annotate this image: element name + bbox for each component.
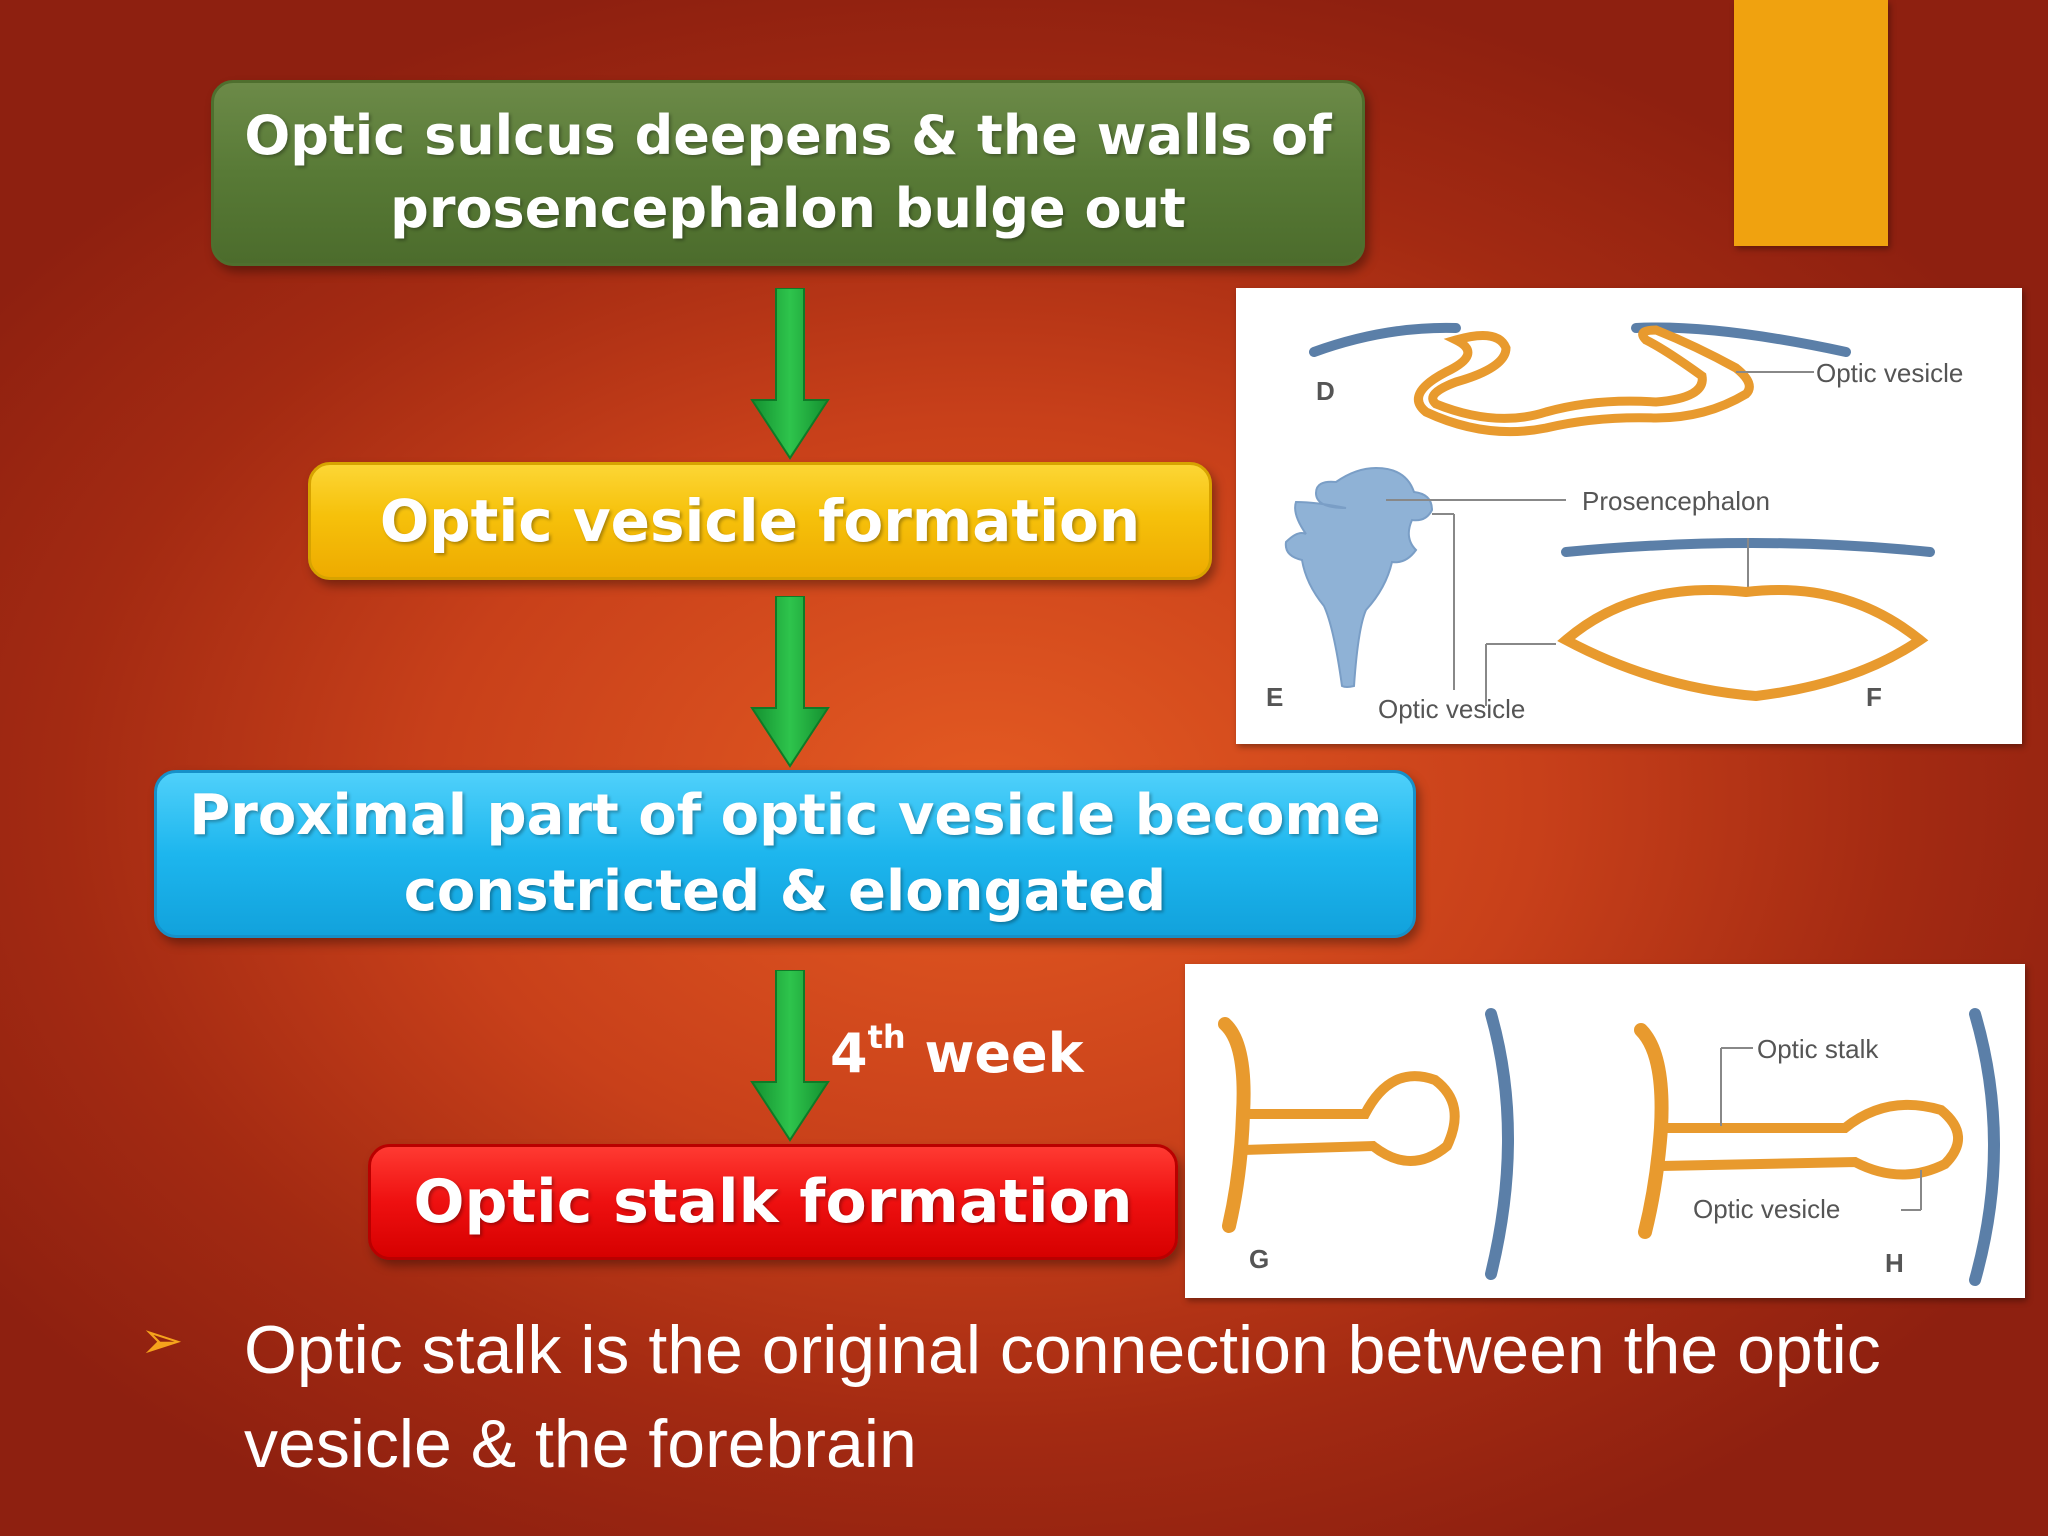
- label-d: D: [1316, 376, 1335, 406]
- figure-optic-stalk-stages: G Optic stalk Optic vesicle H: [1185, 964, 2025, 1298]
- label-e: E: [1266, 682, 1283, 712]
- step-sulcus-deepens: Optic sulcus deepens & the walls of pros…: [211, 80, 1365, 266]
- label-optic-stalk: Optic stalk: [1757, 1034, 1879, 1064]
- accent-block: [1734, 0, 1888, 246]
- figure-top-svg: Optic vesicle D Prosencephalon E Optic v…: [1266, 322, 1963, 724]
- ectoderm-h: [1969, 1008, 2000, 1286]
- optic-stalk-h: [1660, 1099, 1964, 1180]
- ectoderm-d-left: [1309, 322, 1461, 357]
- week-ordinal: th: [867, 1018, 906, 1056]
- label-f: F: [1866, 682, 1882, 712]
- arrow-week-label: 4th week: [830, 1018, 1084, 1085]
- label-optic-vesicle-e: Optic vesicle: [1378, 694, 1525, 724]
- label-h: H: [1885, 1248, 1904, 1278]
- figure-optic-vesicle-stages: Optic vesicle D Prosencephalon E Optic v…: [1236, 288, 2022, 744]
- optic-vesicle-f: [1557, 585, 1929, 702]
- embryo-silhouette: [1284, 466, 1434, 688]
- optic-stalk-g: [1242, 1071, 1460, 1166]
- neural-wall-h: [1634, 1023, 1669, 1239]
- step-optic-vesicle-formation-text: Optic vesicle formation: [379, 486, 1141, 555]
- label-prosencephalon: Prosencephalon: [1582, 486, 1770, 516]
- arrow-down-1: [750, 288, 830, 460]
- label-g: G: [1249, 1244, 1269, 1274]
- week-word: week: [924, 1022, 1084, 1085]
- label-optic-vesicle-h: Optic vesicle: [1693, 1194, 1840, 1224]
- arrowhead-bullet-icon: ➢: [140, 1312, 184, 1370]
- label-optic-vesicle-d: Optic vesicle: [1816, 358, 1963, 388]
- week-number: 4: [830, 1022, 868, 1085]
- neural-wall-g: [1218, 1017, 1251, 1233]
- bullet-text: Optic stalk is the original connection b…: [244, 1312, 1881, 1482]
- step-optic-stalk-formation-text: Optic stalk formation: [413, 1166, 1133, 1237]
- step-proximal-constriction-text: Proximal part of optic vesicle become co…: [189, 783, 1381, 924]
- step-proximal-constriction: Proximal part of optic vesicle become co…: [154, 770, 1416, 938]
- step-sulcus-deepens-text: Optic sulcus deepens & the walls of pros…: [244, 104, 1332, 240]
- step-optic-vesicle-formation: Optic vesicle formation: [308, 462, 1212, 580]
- step-optic-stalk-formation: Optic stalk formation: [368, 1144, 1178, 1260]
- arrow-down-2: [750, 596, 830, 768]
- neural-fold-d: [1413, 325, 1754, 437]
- ectoderm-f: [1561, 538, 1935, 557]
- ectoderm-g: [1485, 1008, 1514, 1280]
- figure-bottom-svg: G Optic stalk Optic vesicle H: [1218, 1008, 2000, 1286]
- arrow-down-3: [750, 970, 830, 1142]
